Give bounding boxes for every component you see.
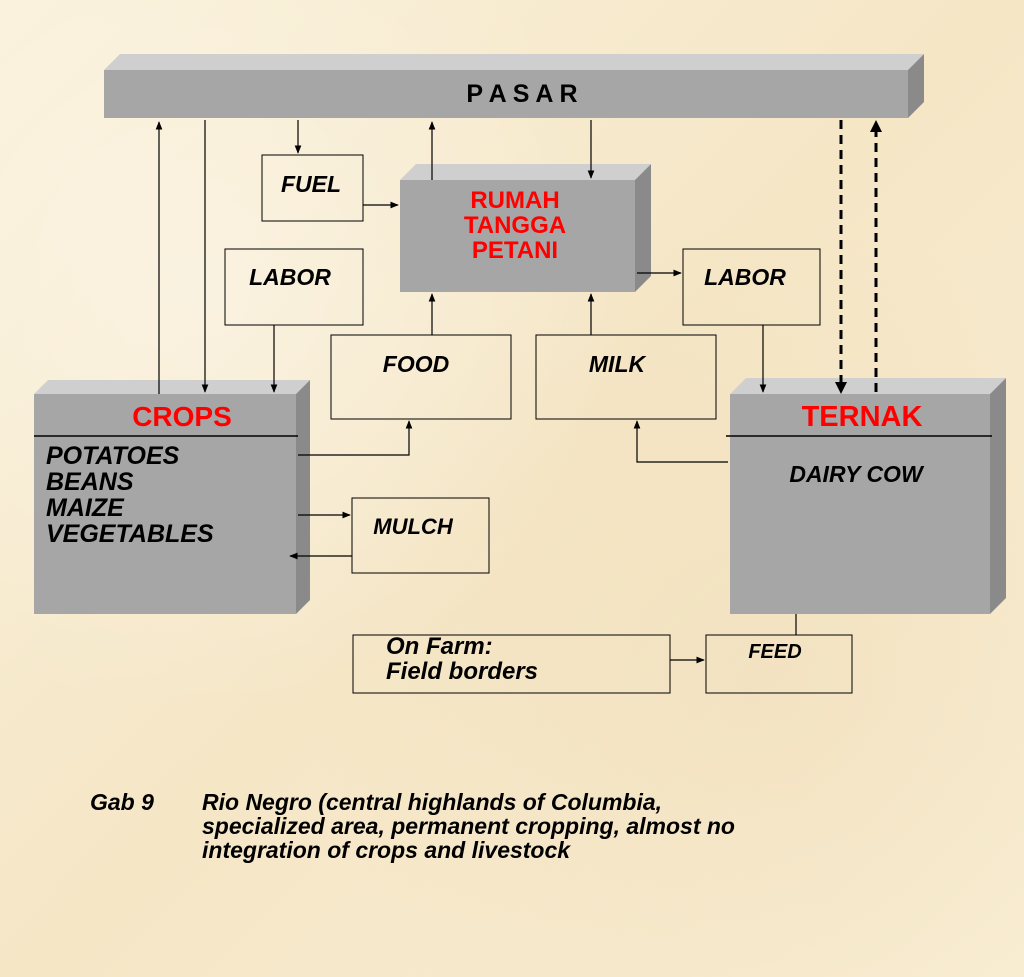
crops-item-maize: MAIZE <box>46 494 125 522</box>
crops-block: CROPS POTATOES BEANS MAIZE VEGETABLES <box>34 380 310 614</box>
ternak-title: TERNAK <box>802 401 923 433</box>
feed-label: FEED <box>748 641 801 663</box>
food-label: FOOD <box>383 351 449 377</box>
milk-label: MILK <box>589 351 647 377</box>
fuel-label: FUEL <box>281 171 341 197</box>
caption-number: Gab 9 <box>90 789 154 815</box>
connectors <box>155 120 797 664</box>
caption-line-1: Rio Negro (central highlands of Columbia… <box>202 789 663 815</box>
household-block: RUMAH TANGGA PETANI <box>400 164 651 292</box>
crops-item-vegetables: VEGETABLES <box>46 520 214 548</box>
labor-box-right: LABOR <box>682 248 821 326</box>
arrow-ternak-to-milk <box>633 420 728 463</box>
crops-item-beans: BEANS <box>46 468 134 496</box>
labor-left-label: LABOR <box>249 264 331 290</box>
arrow-crops-to-food <box>298 420 413 456</box>
dashed-arrowheads <box>835 120 882 394</box>
caption-text: Rio Negro (central highlands of Columbia… <box>202 790 922 862</box>
mulch-box: MULCH <box>351 497 490 574</box>
milk-box: MILK <box>535 334 717 420</box>
ternak-subtitle: DAIRY COW <box>789 461 925 487</box>
arrowhead-up <box>870 120 882 132</box>
food-box: FOOD <box>330 334 512 420</box>
caption-line-3: integration of crops and livestock <box>202 837 571 863</box>
crops-title: CROPS <box>132 401 232 432</box>
on-farm-box: On Farm: Field borders <box>352 633 671 694</box>
mulch-label: MULCH <box>373 514 454 539</box>
household-label-1: RUMAH <box>470 187 559 214</box>
fuel-box: FUEL <box>261 154 364 222</box>
on-farm-label-1: On Farm: <box>386 633 493 660</box>
dashed-connectors <box>839 120 878 392</box>
ternak-block: TERNAK DAIRY COW <box>726 378 1006 614</box>
labor-box-left: LABOR <box>224 248 364 326</box>
pasar-label: P A S A R <box>466 80 577 108</box>
on-farm-label-2: Field borders <box>386 658 538 685</box>
crops-item-potatoes: POTATOES <box>46 442 180 470</box>
household-label-2: TANGGA <box>464 212 566 239</box>
household-label-3: PETANI <box>472 237 558 264</box>
arrowhead-down <box>835 382 847 394</box>
caption-line-2: specialized area, permanent cropping, al… <box>202 813 735 839</box>
pasar-bar: P A S A R <box>104 54 924 118</box>
labor-right-label: LABOR <box>704 264 786 290</box>
feed-box: FEED <box>705 634 853 694</box>
